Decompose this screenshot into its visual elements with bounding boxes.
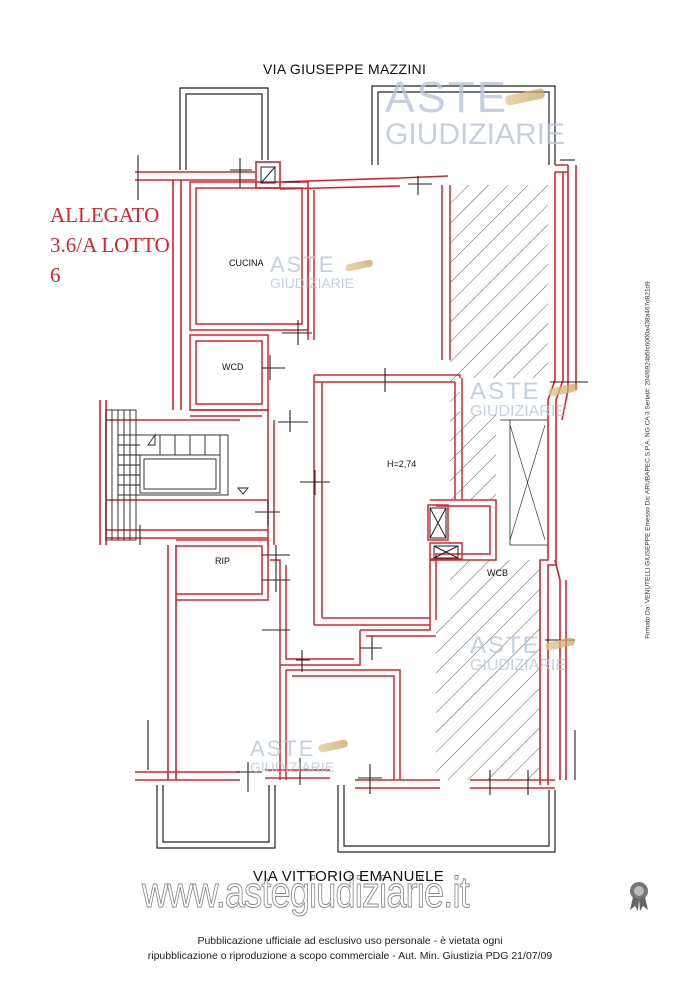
room-label-main: H=2,74 [387, 459, 417, 469]
website-watermark: www.astegiudiziarie.it [142, 868, 471, 918]
watermark-word2: GIUDIZIARIE [470, 657, 567, 674]
interior-walls [106, 181, 497, 780]
watermark-word1: ASTE [270, 252, 336, 277]
room-label-wcb: WCB [487, 568, 508, 578]
watermark-word1: ASTE [250, 736, 316, 761]
room-label-storage: RIP [215, 556, 231, 566]
watermark-word2: GIUDIZIARIE [385, 118, 566, 151]
watermark-large: ASTE GIUDIZIARIE [385, 76, 565, 150]
balconies [156, 85, 556, 853]
annex-label-line2: 3.6/A LOTTO [50, 233, 170, 257]
annex-label-line3: 6 [50, 263, 61, 287]
room-label-wcd: WCD [222, 362, 244, 372]
annex-label-line1: ALLEGATO [50, 203, 160, 227]
seal-ribbon-icon [630, 882, 648, 911]
watermark-word1: ASTE [385, 73, 508, 122]
watermark-word1: ASTE [470, 632, 541, 659]
watermark-word2: GIUDIZIARIE [270, 275, 355, 291]
room-label-kitchen: CUCINA [229, 258, 264, 268]
watermark-word2: GIUDIZIARIE [470, 403, 567, 420]
street-name-top: VIA GIUSEPPE MAZZINI [263, 61, 427, 77]
street-name-bottom: VIA VITTORIO EMANUELE [253, 868, 445, 885]
digital-signature-text: Firmato Da: VENUTELLI GIUSEPPE Emesso Da… [644, 281, 652, 639]
watermark-right-upper: ASTE GIUDIZIARIE [470, 380, 566, 420]
watermark-bottom: ASTE GIUDIZIARIE [250, 736, 335, 775]
watermark-right-lower: ASTE GIUDIZIARIE [470, 634, 566, 674]
publication-notice: Pubblicazione ufficiale ad esclusivo uso… [0, 934, 700, 964]
hatched-common-area [436, 185, 549, 780]
staircase [105, 409, 249, 541]
publication-notice-line1: Pubblicazione ufficiale ad esclusivo uso… [197, 935, 503, 947]
watermark-kitchen: ASTE GIUDIZIARIE [270, 252, 355, 291]
door-openings [137, 155, 588, 795]
publication-notice-line2: ripubblicazione o riproduzione a scopo c… [147, 950, 553, 962]
watermark-word2: GIUDIZIARIE [250, 759, 335, 775]
annex-label: ALLEGATO 3.6/A LOTTO 6 [50, 200, 170, 290]
service-shafts [255, 161, 459, 559]
watermark-word1: ASTE [470, 378, 541, 405]
